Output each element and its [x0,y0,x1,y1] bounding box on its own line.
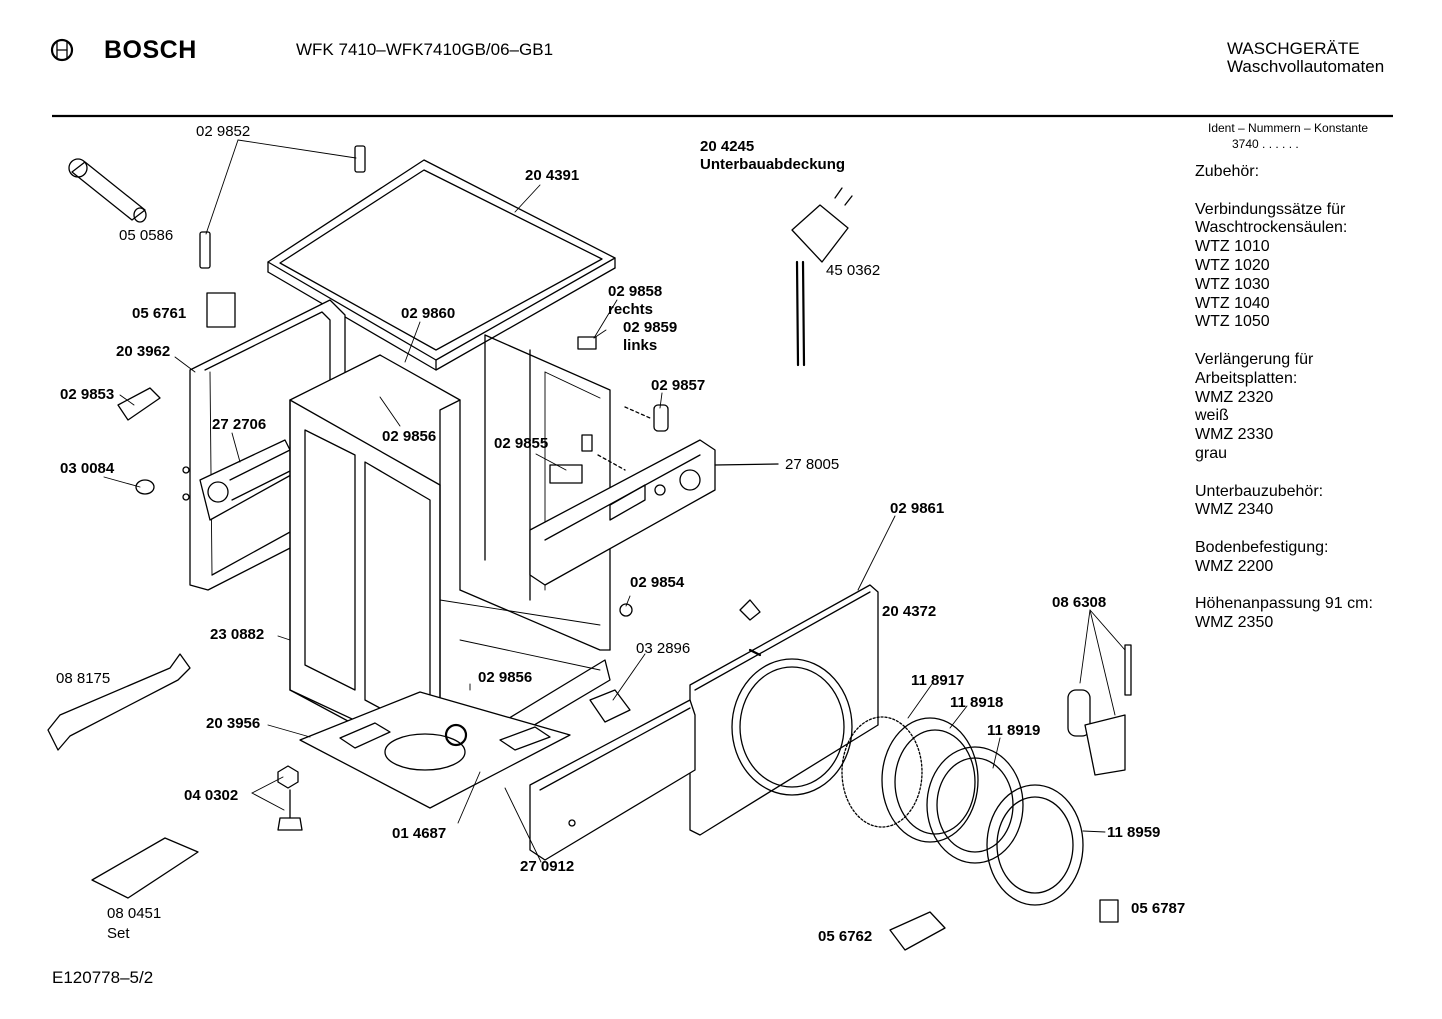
accessory-line: WMZ 2340 [1195,501,1274,519]
accessories-heading: Zubehör: [1195,163,1260,180]
part-label-086308: 08 6308 [1052,594,1107,611]
part-label-029853: 02 9853 [60,386,115,403]
part-label-118919: 11 8919 [987,722,1041,739]
part-label-056762: 05 6762 [818,928,873,945]
part-label-029859: 02 9859 [623,319,678,336]
accessory-group: Verbindungssätze für Waschtrockensäulen:… [1195,201,1373,333]
front-panel-part [689,584,879,836]
accessory-line: Waschtrockensäulen: [1195,219,1348,237]
category-subtitle: Waschvollautomaten [1227,57,1385,76]
accessory-line: grau [1195,444,1228,462]
part-label-203962: 20 3962 [116,343,171,360]
part-label-029860: 02 9860 [401,305,456,322]
part-label-278005: 27 8005 [785,456,840,473]
part-label-029859-side: links [623,337,658,354]
accessory-line: Verbindungssätze für [1195,200,1346,218]
part-label-118959: 11 8959 [1107,824,1161,841]
ident-title: Ident – Nummern – Konstante [1208,121,1369,135]
kick-plate-part [529,699,696,861]
part-label-029856b: 02 9856 [478,669,533,686]
accessory-line: Arbeitsplatten: [1195,369,1298,387]
ident-value: 3740 . . . . . . [1232,137,1299,151]
part-label-056761: 05 6761 [132,305,187,322]
control-panel-part [529,406,779,586]
accessory-line: WTZ 1050 [1195,313,1270,331]
accessory-line: WMZ 2200 [1195,557,1274,575]
part-label-050586: 05 0586 [119,227,174,244]
accessory-line: WTZ 1010 [1195,238,1270,256]
cabinet-frame-part [289,334,611,776]
accessory-line: WTZ 1020 [1195,256,1270,274]
part-label-056787: 05 6787 [1131,900,1186,917]
part-label-029855: 02 9855 [494,435,549,452]
accessory-line: WMZ 2330 [1195,426,1274,444]
part-label-014687: 01 4687 [392,825,447,842]
accessory-group: Unterbauzubehör: WMZ 2340 [1195,483,1373,521]
part-label-029857: 02 9857 [651,377,706,394]
accessory-line: WMZ 2350 [1195,614,1274,632]
bosch-logo-icon [50,38,74,62]
part-label-270912: 27 0912 [520,858,575,875]
part-label-203956: 20 3956 [206,715,261,732]
part-label-204391: 20 4391 [525,167,580,184]
accessory-group: Verlängerung für Arbeitsplatten: WMZ 232… [1195,351,1373,464]
accessory-line: WMZ 2320 [1195,388,1274,406]
part-label-032896: 03 2896 [636,640,691,657]
door-ring-parts [841,716,1084,906]
part-label-118918: 11 8918 [950,694,1004,711]
accessory-line: Unterbauzubehör: [1195,482,1324,500]
part-label-118917: 11 8917 [911,672,965,689]
part-label-080451: 08 0451 [107,905,162,922]
part-label-029858: 02 9858 [608,283,663,300]
accessory-line: WTZ 1030 [1195,275,1270,293]
part-label-040302: 04 0302 [184,787,239,804]
accessory-group: Bodenbefestigung: WMZ 2200 [1195,539,1373,577]
part-label-230882: 23 0882 [210,626,265,643]
accessory-line: Höhenanpassung 91 cm: [1195,595,1373,613]
part-label-204245-name: Unterbauabdeckung [700,156,846,173]
part-label-450362: 45 0362 [826,262,881,279]
part-label-030084: 03 0084 [60,460,115,477]
part-label-204245: 20 4245 [700,138,755,155]
accessory-group: Höhenanpassung 91 cm: WMZ 2350 [1195,595,1373,633]
accessory-line: Bodenbefestigung: [1195,538,1329,556]
small-parts [47,145,1132,951]
category-title: WASCHGERÄTE [1227,39,1360,58]
part-label-029861: 02 9861 [890,500,945,517]
part-label-088175: 08 8175 [56,670,111,687]
part-label-029854: 02 9854 [630,574,685,591]
part-label-029856a: 02 9856 [382,428,437,445]
drawing-id: E120778–5/2 [52,968,154,987]
accessories-list: Zubehör: Verbindungssätze für Waschtrock… [1195,163,1373,633]
accessory-line: WTZ 1040 [1195,294,1270,312]
base-plate-part [299,691,571,809]
brand-name: BOSCH [104,36,197,64]
part-label-029858-side: rechts [608,301,654,318]
accessory-line: weiß [1195,407,1229,425]
part-label-204372: 20 4372 [882,603,937,620]
accessory-line: Verlängerung für [1195,350,1314,368]
part-label-272706: 27 2706 [212,416,267,433]
leader-lines [103,139,1126,863]
part-label-029852: 02 9852 [196,123,251,140]
part-label-080451-note: Set [107,925,130,942]
model-title: WFK 7410–WFK7410GB/06–GB1 [296,40,554,59]
